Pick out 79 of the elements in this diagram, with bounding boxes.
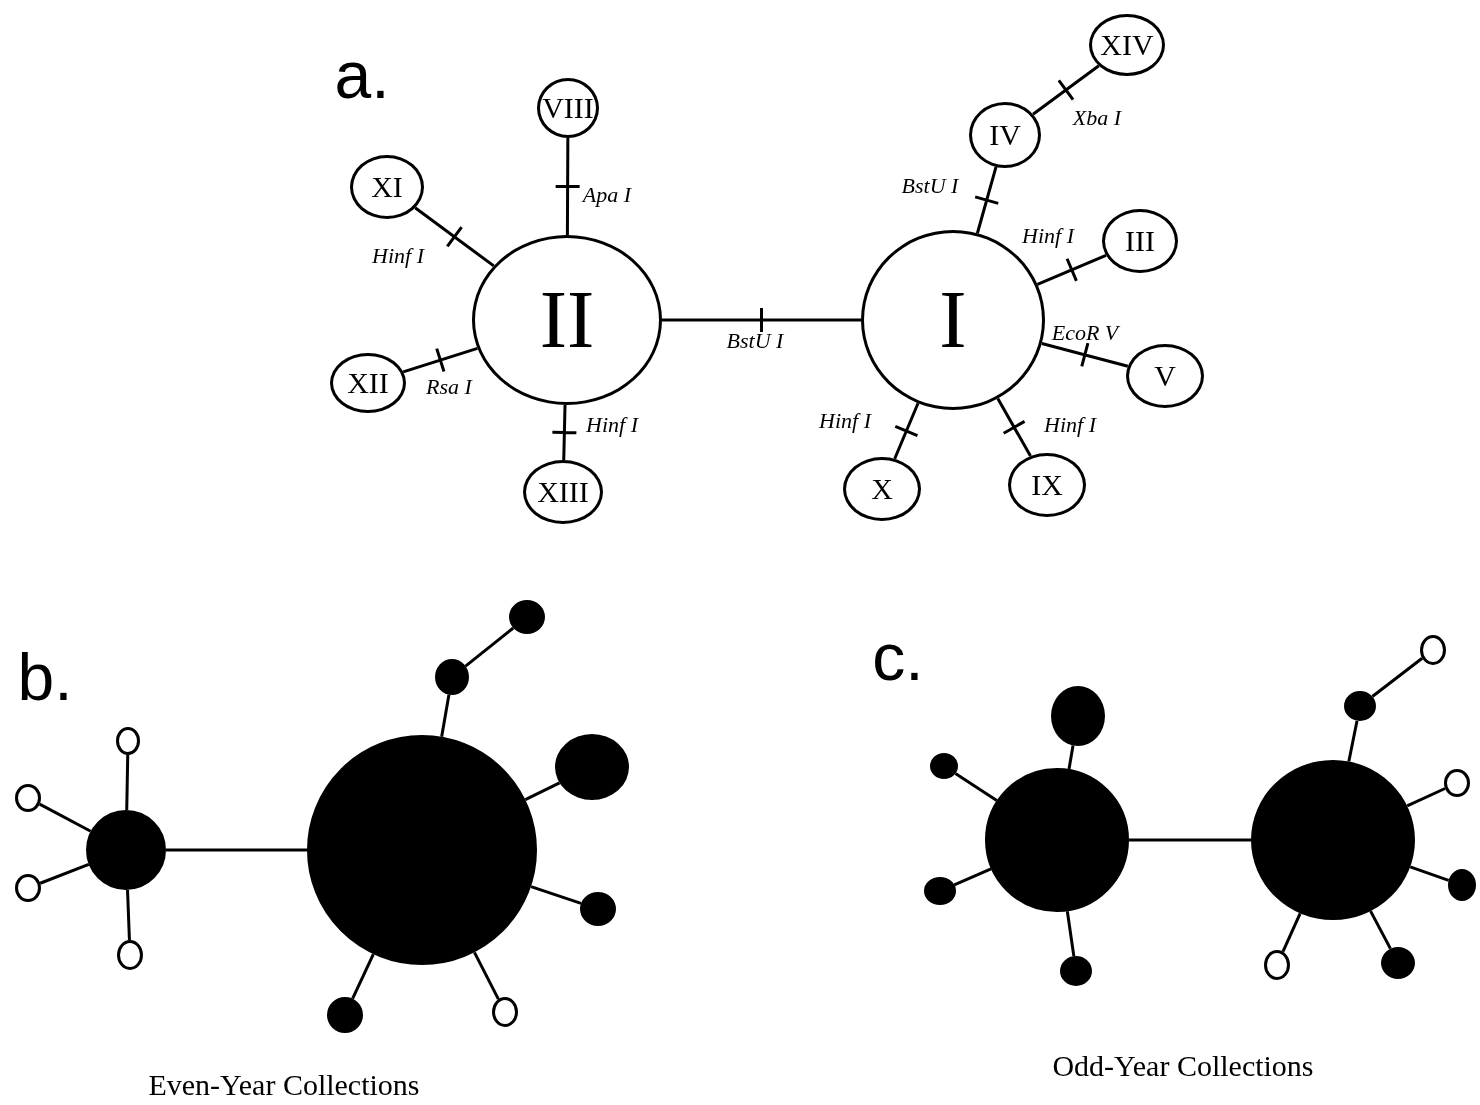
panel-caption: Odd-Year Collections — [1052, 1051, 1314, 1081]
connector-line — [1347, 720, 1359, 762]
connector-line — [524, 781, 561, 801]
connector-line — [1067, 745, 1075, 770]
connector-line — [1129, 838, 1251, 842]
filled-haplotype-circle — [930, 753, 958, 779]
connector-line — [530, 885, 582, 905]
panel-caption: Even-Year Collections — [148, 1070, 420, 1100]
connector-line — [1371, 657, 1424, 698]
edge-label: Hinf I — [1044, 414, 1096, 436]
filled-haplotype-circle — [924, 877, 956, 905]
connector-line — [1065, 911, 1076, 957]
connector-line — [440, 694, 451, 737]
connector-line — [126, 889, 131, 941]
connector-line — [351, 953, 375, 1000]
haplotype-circle — [1444, 769, 1470, 797]
edge-label: Xba I — [1072, 107, 1122, 129]
edge-label: EcoR V — [1051, 322, 1119, 344]
connector-line — [550, 403, 578, 462]
filled-haplotype-circle — [1344, 691, 1376, 721]
edge-label: Hinf I — [819, 410, 871, 432]
haplotype-label: II — [539, 279, 595, 361]
connector-line — [1035, 253, 1108, 286]
haplotype-label: XIII — [537, 477, 589, 507]
edge-label: Rsa I — [426, 376, 472, 398]
edge-label: BstU I — [901, 175, 959, 197]
haplotype-label: IX — [1031, 470, 1063, 500]
filled-haplotype-circle — [1448, 869, 1476, 901]
haplotype-circle — [1089, 14, 1165, 76]
connector-line — [125, 754, 130, 811]
connector-line — [473, 951, 500, 1000]
connector-line — [953, 867, 992, 887]
connector-line — [660, 306, 863, 334]
connector-line — [1406, 787, 1446, 808]
connector-line — [996, 397, 1032, 458]
haplotype-circle — [15, 874, 41, 902]
panel-letter: a. — [334, 42, 390, 108]
connector-line — [1040, 341, 1130, 368]
connector-line — [38, 802, 92, 833]
haplotype-label: III — [1125, 226, 1155, 256]
connector-line — [1281, 912, 1302, 953]
haplotype-label: I — [939, 279, 967, 361]
filled-haplotype-circle — [435, 659, 469, 695]
connector-line — [554, 136, 582, 237]
haplotype-circle — [1420, 635, 1446, 665]
edge-label: Hinf I — [1022, 225, 1074, 247]
connector-line — [1369, 910, 1392, 950]
haplotype-label: XIV — [1100, 30, 1154, 60]
haplotype-label: X — [871, 474, 893, 504]
connector-line — [1031, 64, 1101, 116]
connector-line — [166, 848, 307, 852]
connector-line — [973, 165, 1000, 235]
filled-haplotype-circle — [1060, 956, 1092, 986]
haplotype-circle — [116, 727, 140, 755]
panel-letter: b. — [17, 644, 73, 710]
connector-line — [954, 772, 998, 802]
connector-line — [39, 863, 90, 885]
filled-haplotype-circle — [580, 892, 616, 926]
filled-haplotype-circle — [327, 997, 363, 1033]
connector-line — [464, 626, 515, 668]
filled-haplotype-circle — [1381, 947, 1415, 979]
haplotype-circle — [15, 784, 41, 812]
haplotype-circle — [492, 997, 518, 1027]
haplotype-label: XII — [347, 368, 389, 398]
connector-line — [413, 206, 496, 268]
edge-label: Hinf I — [586, 414, 638, 436]
filled-haplotype-circle — [509, 600, 545, 634]
connector-line — [1409, 865, 1450, 882]
haplotype-label: XI — [371, 172, 403, 202]
edge-label: BstU I — [726, 330, 784, 352]
haplotype-label: IV — [989, 120, 1021, 150]
panel-letter: c. — [872, 624, 924, 690]
haplotype-label: VIII — [542, 93, 594, 123]
haplotype-circle — [117, 940, 143, 970]
haplotype-label: V — [1154, 361, 1176, 391]
connector-line — [401, 346, 479, 374]
haplotype-circle — [1264, 950, 1290, 980]
edge-label: Hinf I — [372, 245, 424, 267]
edge-label: Apa I — [582, 184, 632, 206]
